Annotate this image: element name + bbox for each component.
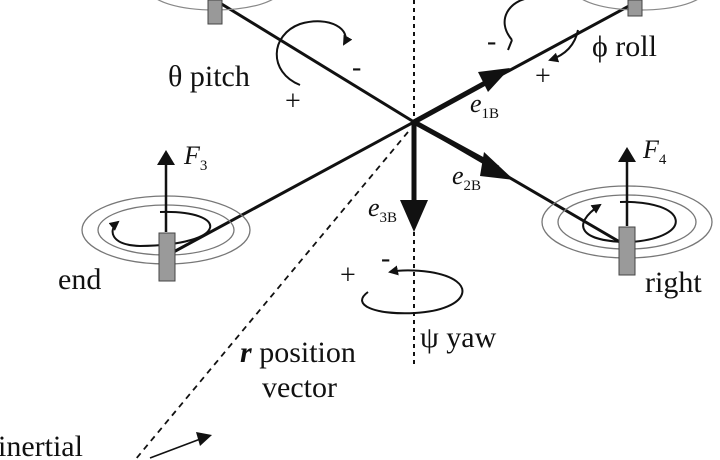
arm-rear-left xyxy=(167,120,415,257)
inertial-frame-arrow xyxy=(149,432,212,459)
pitch-label: θ pitch xyxy=(168,60,250,93)
e1B-axis-arrow xyxy=(412,68,510,125)
e2B-label: e2B xyxy=(452,161,481,194)
end-label: end xyxy=(58,263,101,296)
position-label: r position xyxy=(240,336,356,369)
vector-label: vector xyxy=(262,371,337,404)
inertial-label: inertial xyxy=(0,430,83,460)
right-label: right xyxy=(645,266,702,299)
e3B-axis-arrow xyxy=(400,122,428,232)
pitch-minus-sign: - xyxy=(352,52,361,83)
position-r-symbol: r xyxy=(240,336,252,369)
position-word: position xyxy=(252,336,356,369)
motor-front-left xyxy=(207,0,223,25)
yaw-minus-sign: - xyxy=(381,243,390,274)
motor-front-right xyxy=(627,0,643,17)
pitch-plus-sign: + xyxy=(285,86,301,117)
roll-label: ϕ roll xyxy=(592,30,657,63)
F3-label: F3 xyxy=(183,141,207,174)
pitch-rotation-arc xyxy=(275,20,353,86)
roll-plus-sign: + xyxy=(535,61,551,92)
motor-left xyxy=(158,232,176,282)
rotor-left xyxy=(81,150,251,282)
arm-front-left xyxy=(214,0,415,124)
rotor-right xyxy=(541,147,713,276)
yaw-plus-sign: + xyxy=(340,260,356,291)
yaw-label: ψ yaw xyxy=(420,321,497,354)
motor-right xyxy=(618,226,636,276)
position-vector-line xyxy=(134,131,409,460)
F4-label: F4 xyxy=(642,135,667,168)
roll-rotation-arc xyxy=(503,0,579,60)
e2B-axis-arrow xyxy=(412,119,514,180)
roll-minus-sign: - xyxy=(487,26,496,57)
yaw-rotation-arc xyxy=(361,265,464,315)
e3B-label: e3B xyxy=(368,193,397,226)
e1B-label: e1B xyxy=(470,89,499,122)
